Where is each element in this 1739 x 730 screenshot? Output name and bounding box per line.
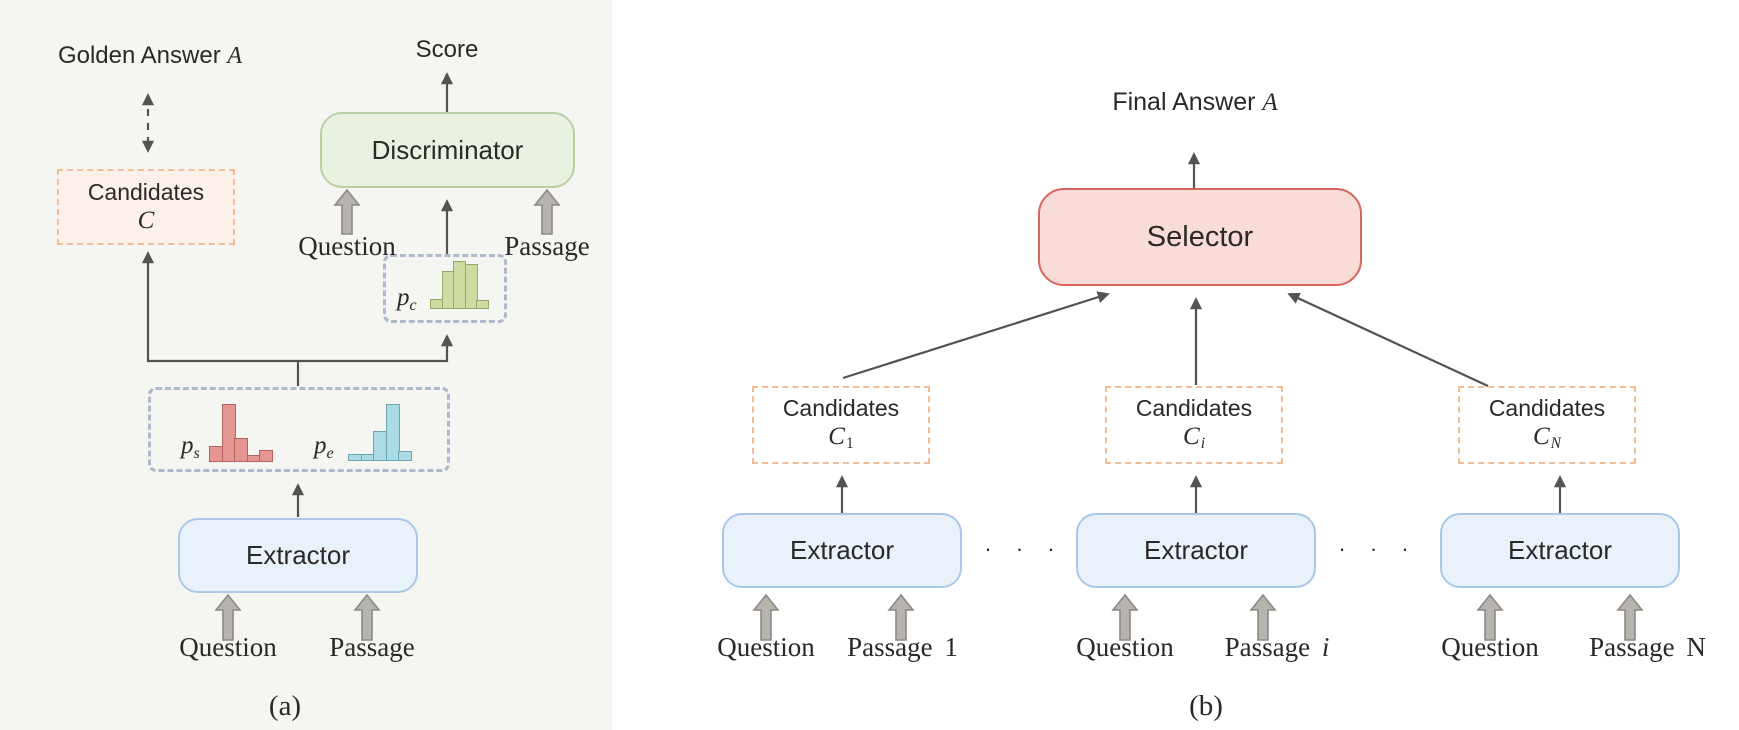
extractor-box-1: Extractor xyxy=(722,513,962,588)
question-label-i: Question xyxy=(1076,632,1174,662)
candidates1-to-selector-arrow xyxy=(842,291,1110,380)
ellipsis-dots: · · · xyxy=(984,536,1064,561)
histogram-bar xyxy=(221,404,236,462)
caption-a: (a) xyxy=(268,690,302,722)
candidates-box-a: Candidates C xyxy=(57,169,235,245)
histogram-bar xyxy=(385,404,400,461)
candidates-label: Candidates xyxy=(87,178,205,205)
candidates-box-i: Candidates Ci xyxy=(1105,386,1283,464)
pc-label: pc xyxy=(397,284,417,314)
ps-label: ps xyxy=(181,432,200,462)
final-answer-variable: A xyxy=(1262,89,1278,116)
question-label-n: Question xyxy=(1441,632,1539,662)
passage-label-extractor-a: Passage xyxy=(329,632,415,662)
pe-label: pe xyxy=(314,432,334,462)
question-label-discriminator: Question xyxy=(298,231,396,261)
extractor-box-n: Extractor xyxy=(1440,513,1680,588)
pe-histogram xyxy=(348,404,412,461)
passage-label-1: Passage 1 xyxy=(847,632,958,662)
question-label-1: Question xyxy=(717,632,815,662)
ellipsis-dots: · · · xyxy=(1338,536,1418,561)
histogram-bar xyxy=(234,438,248,462)
pc-histogram xyxy=(430,261,489,309)
histogram-bar xyxy=(464,264,478,309)
candidatesn-to-selector-arrow xyxy=(1287,292,1489,387)
extractor-box-a: Extractor xyxy=(178,518,418,593)
caption-b: (b) xyxy=(1189,690,1223,722)
histogram-bar xyxy=(476,300,489,309)
selector-box: Selector xyxy=(1038,188,1362,286)
question-label-extractor-a: Question xyxy=(179,632,277,662)
golden-answer-variable: A xyxy=(227,43,243,69)
golden-answer-label: Golden Answer A xyxy=(57,42,243,69)
ps-histogram xyxy=(209,404,273,462)
score-label: Score xyxy=(415,36,479,63)
passage-label-i: Passage i xyxy=(1224,632,1330,662)
passage-label-n: Passage N xyxy=(1589,632,1706,662)
ps-pe-distribution-box: ps pe xyxy=(148,387,450,472)
final-answer-label: Final Answer A xyxy=(1112,88,1278,116)
candidates-box-1: Candidates C1 xyxy=(752,386,930,464)
pc-distribution-box: pc xyxy=(383,254,507,323)
candidates-box-n: Candidates CN xyxy=(1458,386,1636,464)
panel-a-background xyxy=(0,0,612,730)
extractor-box-i: Extractor xyxy=(1076,513,1316,588)
histogram-bar xyxy=(259,450,273,462)
candidates-variable: C xyxy=(137,206,155,234)
passage-label-discriminator: Passage xyxy=(504,231,590,261)
discriminator-box: Discriminator xyxy=(320,112,575,188)
histogram-bar xyxy=(398,451,412,461)
